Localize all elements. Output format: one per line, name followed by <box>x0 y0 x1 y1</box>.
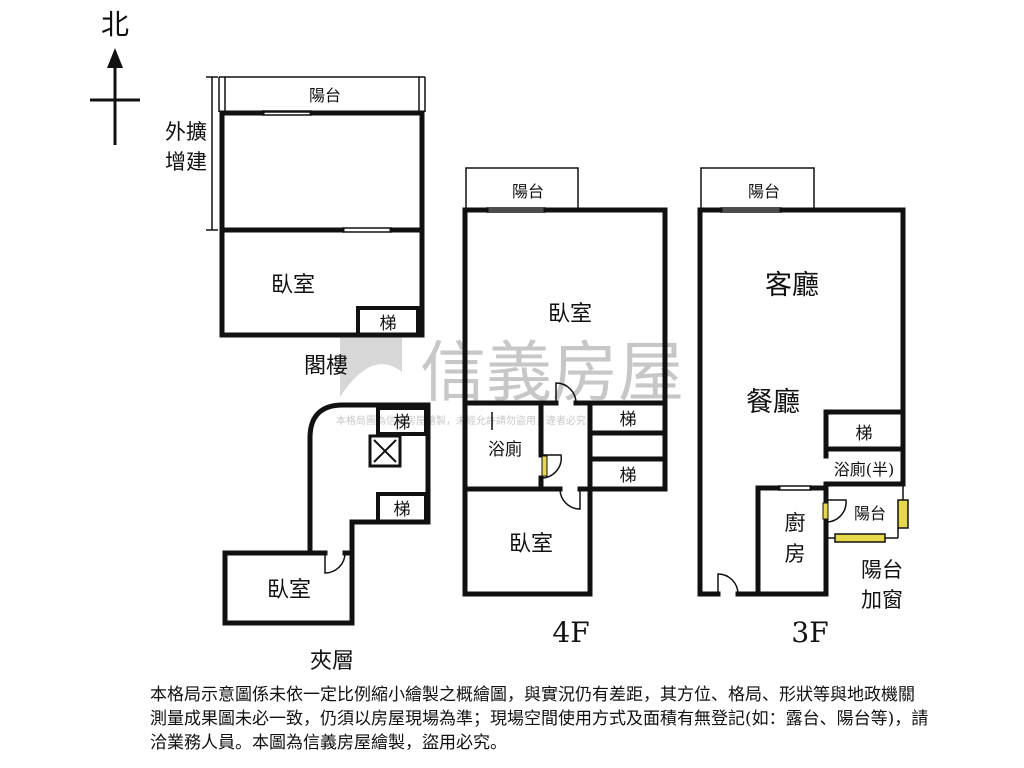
mezzanine-title: 夾層 <box>310 649 354 674</box>
loft-stairs <box>356 306 420 337</box>
floor-4f-plan: 陽台 臥室 浴廁 梯 梯 臥室 4F <box>462 167 668 649</box>
3f-balcony-window-label-1: 陽台 <box>861 558 903 582</box>
compass: 北 <box>90 8 140 145</box>
4f-bathroom-label: 浴廁 <box>488 439 522 460</box>
mezzanine-corridor <box>307 402 431 556</box>
extension-label-2: 增建 <box>165 150 207 174</box>
4f-title: 4F <box>552 616 589 649</box>
loft-balcony-label: 陽台 <box>309 86 341 105</box>
4f-bedroom-main-label: 臥室 <box>548 302 592 327</box>
watermark-brand: 信義房屋 <box>420 334 684 411</box>
3f-living-room-label: 客廳 <box>765 270 819 301</box>
loft-stairs-label: 梯 <box>380 314 397 334</box>
mezzanine-stairs-top-label: 梯 <box>394 413 411 433</box>
loft-plan: 陽台 外擴 增建 臥室 梯 閣樓 <box>165 76 426 379</box>
3f-kitchen-label-1: 廚 <box>785 511 806 535</box>
mezzanine-plan: 臥室 梯 梯 夾層 <box>222 402 431 674</box>
4f-balcony-label: 陽台 <box>512 182 544 201</box>
3f-balcony-window-front <box>834 533 886 543</box>
4f-stairs-top-label: 梯 <box>620 410 637 430</box>
disclaimer-text: 本格局示意圖係未依一定比例縮小繪製之概繪圖，與實況仍有差距，其方位、格局、形狀等… <box>150 685 929 753</box>
3f-kitchen-door <box>825 499 847 523</box>
loft-bedroom-label: 臥室 <box>271 273 315 298</box>
loft-title: 閣樓 <box>304 354 348 379</box>
north-label: 北 <box>101 8 129 41</box>
mezzanine-door <box>324 552 346 574</box>
3f-kitchen-label-2: 房 <box>785 542 806 566</box>
3f-balcony-window-side <box>897 499 909 529</box>
3f-half-bath-label: 浴廁(半) <box>834 460 895 479</box>
3f-title: 3F <box>791 616 828 649</box>
4f-bedroom-lower-label: 臥室 <box>509 532 553 557</box>
4f-stairs-bottom-label: 梯 <box>620 466 637 486</box>
3f-balcony <box>700 167 815 211</box>
4f-balcony <box>465 167 579 211</box>
mezzanine-stairs-bottom <box>376 492 428 524</box>
mezzanine-stairs-bottom-label: 梯 <box>394 500 411 520</box>
watermark-small: 本格局圖為信義房屋繪製，未經允許請勿盜用，違者必究 <box>336 414 586 427</box>
3f-stairs-label: 梯 <box>856 424 873 444</box>
4f-door-2 <box>559 488 581 510</box>
mezzanine-bedroom-label: 臥室 <box>267 578 311 603</box>
extension-label-1: 外擴 <box>165 120 207 144</box>
mezzanine-stairs-top <box>376 406 428 436</box>
3f-small-balcony-label: 陽台 <box>854 504 886 523</box>
shaft-icon <box>368 434 402 468</box>
4f-door-bath <box>540 454 562 479</box>
watermark: 信義房屋 本格局圖為信義房屋繪製，未經允許請勿盜用，違者必究 <box>336 334 684 427</box>
4f-window-accent <box>541 455 548 477</box>
north-arrow-icon <box>107 48 123 68</box>
4f-door-1 <box>555 382 577 404</box>
3f-balcony-label: 陽台 <box>748 182 780 201</box>
brand-logo-icon <box>340 335 404 399</box>
floor-3f-plan: 陽台 梯 浴廁(半) 廚 房 陽台 陽台 <box>697 167 909 649</box>
3f-dining-room-label: 餐廳 <box>746 387 800 418</box>
3f-entry-door <box>717 573 739 595</box>
3f-balcony-window-label-2: 加窗 <box>861 588 903 612</box>
